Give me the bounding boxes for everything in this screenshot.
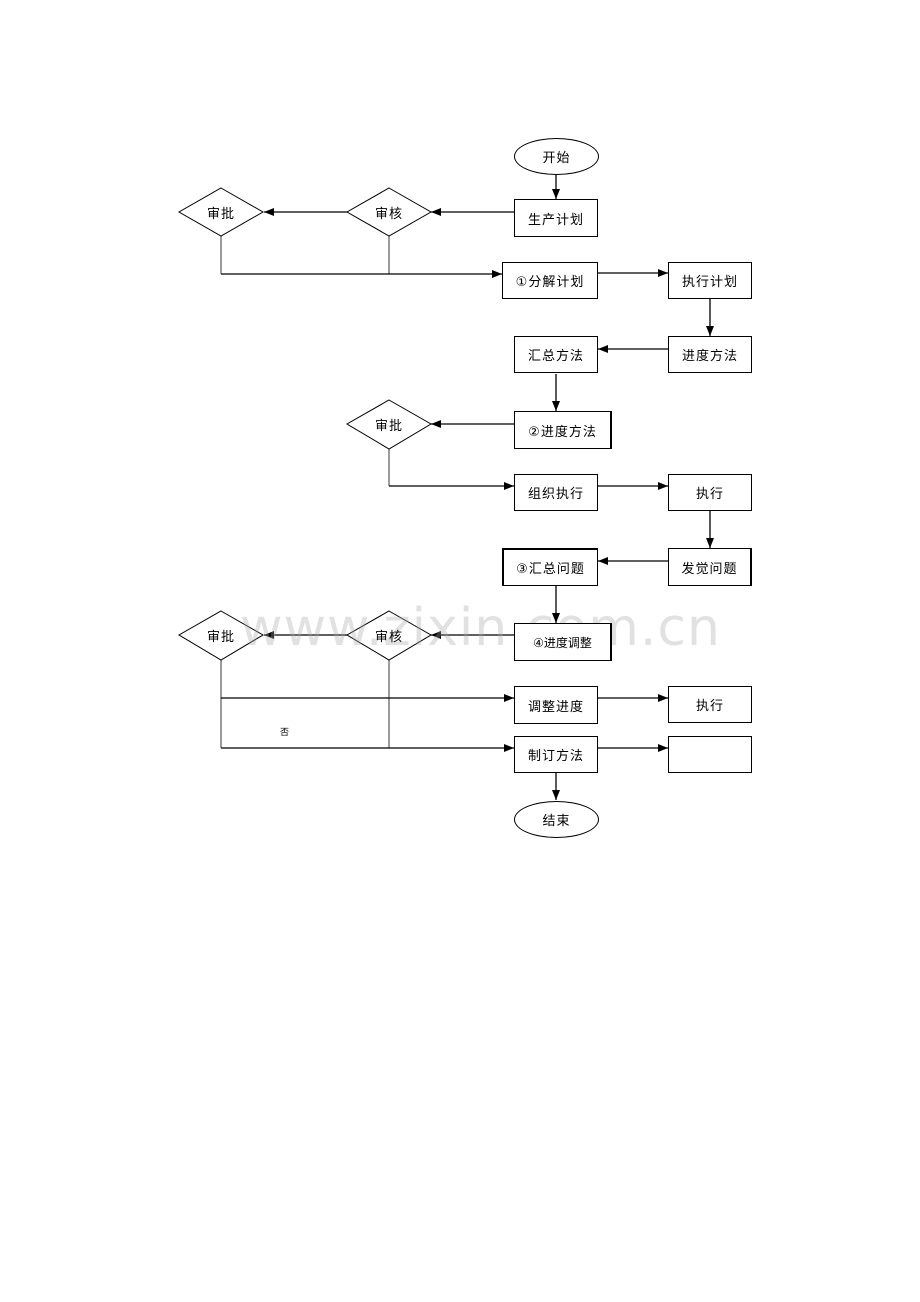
step-adjust-progress: 调整进度 [514,686,598,724]
decision-label-approve-1: 审批 [206,206,235,222]
step-progress-method-2: ②进度方法 [514,411,612,449]
step-production-plan: 生产计划 [514,199,598,237]
decision-review-1 [345,187,433,237]
step-blank [668,736,752,773]
step-progress-method: 进度方法 [668,336,752,373]
step-execute-1: 执行 [668,474,752,511]
step-execute-2: 执行 [668,686,752,723]
decision-label-approve-2: 审批 [374,418,403,434]
branch-label-no: 否 [280,728,290,738]
start-oval: 开始 [514,138,599,175]
step-organize-execute: 组织执行 [514,474,598,511]
decision-approve-1 [177,187,265,237]
decision-review-2 [346,610,432,661]
step-summary-method: 汇总方法 [514,336,598,373]
step-summary-problem: ③汇总问题 [502,548,598,586]
decision-label-approve-3: 审批 [206,629,235,645]
watermark: www.zixin.com.cn [240,598,721,658]
decision-approve-2 [346,399,432,450]
step-formulate-method: 制订方法 [514,736,598,773]
decision-label-review-1: 审核 [374,206,403,222]
step-decompose-plan: ①分解计划 [502,262,598,299]
end-oval: 结束 [514,801,599,838]
step-progress-adjust: ④进度调整 [514,623,612,661]
step-execute-plan: 执行计划 [668,262,752,299]
decision-label-review-2: 审核 [374,629,403,645]
step-find-problem: 发觉问题 [668,548,752,586]
decision-approve-3 [178,610,264,661]
